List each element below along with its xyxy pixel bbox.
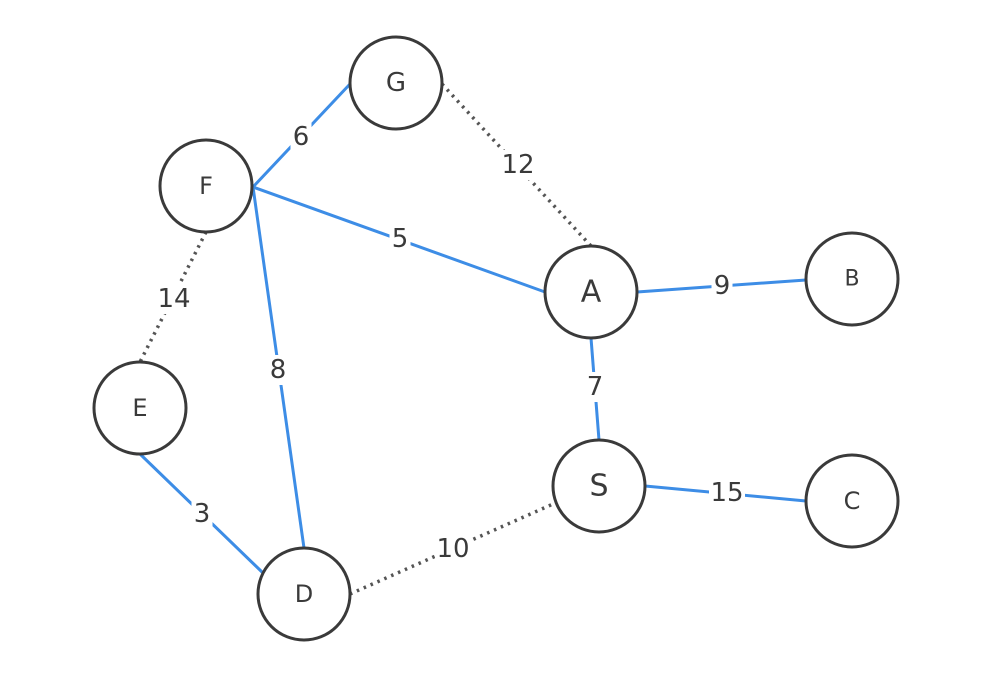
node-label: A bbox=[581, 275, 602, 310]
node-e: E bbox=[92, 360, 188, 456]
node-s: S bbox=[551, 438, 647, 534]
edge-weight-backdrop bbox=[500, 150, 536, 180]
edge-weights-layer: 6 12 5 9 14 8 7 15 3 10 bbox=[156, 122, 745, 564]
edge-f-e bbox=[138, 231, 208, 363]
node-circle bbox=[92, 360, 188, 456]
node-label: D bbox=[295, 580, 313, 608]
node-label: B bbox=[844, 267, 859, 292]
edge-weight-a-b: 9 bbox=[714, 271, 731, 301]
nodes-layer: G F A B E S C D bbox=[92, 35, 900, 642]
edge-weight-backdrop bbox=[389, 224, 411, 254]
edge-weight-backdrop bbox=[156, 284, 192, 314]
edge-weight-s-c: 15 bbox=[710, 478, 743, 508]
edge-weight-backdrop bbox=[290, 122, 312, 152]
edge-weight-backdrop bbox=[267, 355, 289, 385]
node-d: D bbox=[256, 546, 352, 642]
edge-weight-f-d: 8 bbox=[270, 355, 287, 385]
node-circle bbox=[551, 438, 647, 534]
edge-weight-backdrop bbox=[191, 499, 213, 529]
node-circle bbox=[158, 138, 254, 234]
node-circle bbox=[804, 453, 900, 549]
edge-weight-a-s: 7 bbox=[587, 372, 604, 402]
edge-weight-f-a: 5 bbox=[392, 224, 409, 254]
node-label: G bbox=[386, 68, 406, 98]
node-a: A bbox=[543, 244, 639, 340]
edge-weight-backdrop bbox=[709, 478, 745, 508]
node-circle bbox=[543, 244, 639, 340]
node-f: F bbox=[158, 138, 254, 234]
node-circle bbox=[804, 231, 900, 327]
node-g: G bbox=[348, 35, 444, 131]
edge-weight-backdrop bbox=[711, 271, 733, 301]
node-label: F bbox=[199, 172, 213, 200]
node-label: C bbox=[844, 487, 861, 515]
edge-weight-backdrop bbox=[435, 534, 471, 564]
node-circle bbox=[256, 546, 352, 642]
node-label: E bbox=[132, 394, 147, 422]
edge-weight-backdrop bbox=[584, 372, 606, 402]
node-circle bbox=[348, 35, 444, 131]
node-label: S bbox=[589, 469, 608, 504]
edge-weight-d-s: 10 bbox=[436, 534, 469, 564]
node-c: C bbox=[804, 453, 900, 549]
edge-weight-e-d: 3 bbox=[194, 499, 211, 529]
edge-weight-f-e: 14 bbox=[157, 284, 190, 314]
edge-weight-g-a: 12 bbox=[501, 150, 534, 180]
edge-weight-f-g: 6 bbox=[293, 122, 310, 152]
node-b: B bbox=[804, 231, 900, 327]
